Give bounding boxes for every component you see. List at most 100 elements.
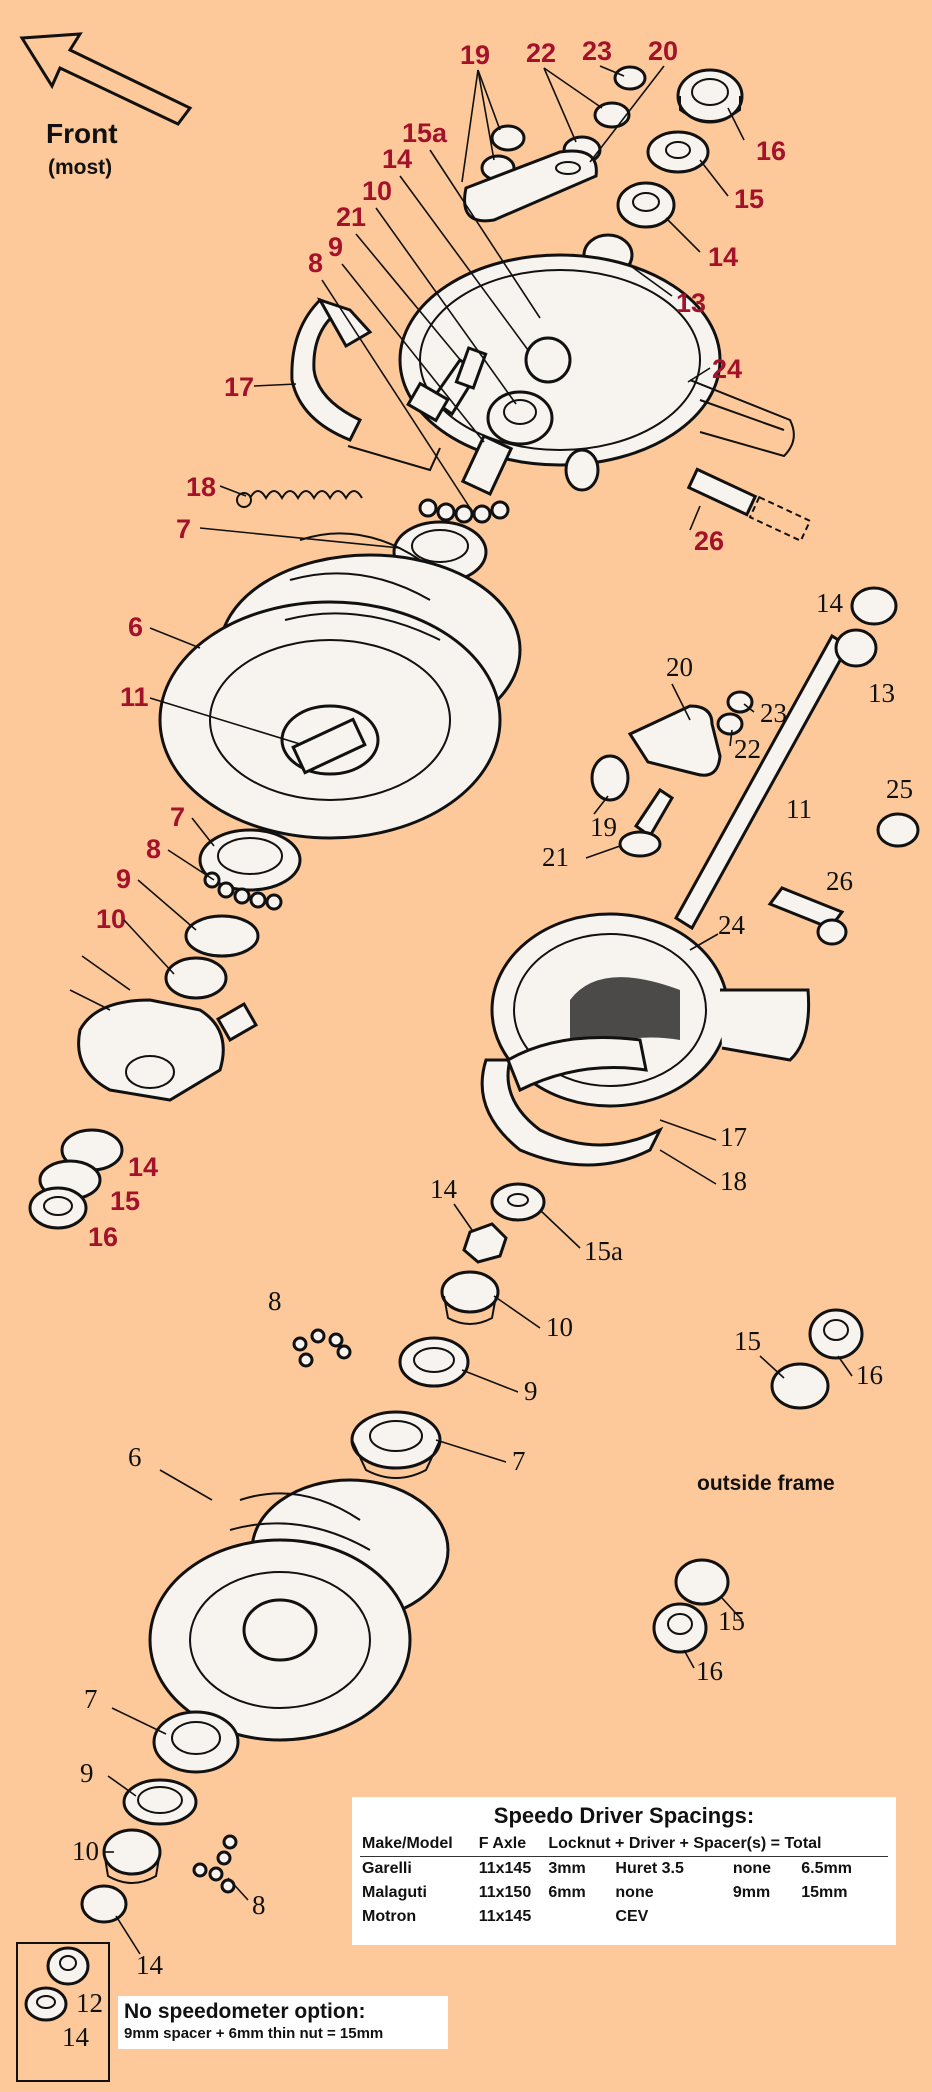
callout-14-l3: 14 [136, 1950, 164, 1980]
header-f-axle: F Axle [476, 1833, 547, 1857]
callout-21-l: 21 [542, 842, 569, 872]
no-speedo-text: 9mm spacer + 6mm thin nut = 15mm [124, 2025, 384, 2042]
callout-22: 22 [526, 38, 556, 68]
callout-25-l: 25 [886, 774, 913, 804]
table-row: Garelli 11x145 3mm Huret 3.5 none 6.5mm [360, 1857, 888, 1882]
bearing-balls-lower [292, 1328, 352, 1368]
table-cell: 6mm [548, 1884, 586, 1901]
callout-19-l: 19 [590, 812, 617, 842]
bearing-balls-upper [418, 498, 510, 524]
callout-8b: 8 [146, 834, 161, 864]
front-label: Front [46, 118, 118, 149]
washer-15-upper [646, 130, 710, 174]
callouts-lower: 14 13 20 23 22 25 19 21 11 26 24 17 18 1… [62, 588, 913, 2052]
left-side-parts-upper [77, 828, 302, 1102]
table-cell: 9mm [732, 1884, 771, 1901]
callout-14-l2: 14 [430, 1174, 458, 1204]
callout-15b: 15 [110, 1186, 140, 1216]
callout-8-l: 8 [268, 1286, 282, 1316]
callout-9: 9 [328, 232, 343, 262]
callout-14-inset: 14 [62, 2022, 90, 2052]
callout-23-l: 23 [760, 698, 787, 728]
table-cell: 11x145 [478, 1908, 532, 1925]
callout-8: 8 [308, 248, 323, 278]
callouts-upper: 19 22 23 20 15a 14 10 16 21 15 9 8 14 13… [88, 36, 786, 1252]
callout-10-l2: 10 [72, 1836, 99, 1866]
callout-15a-l: 15a [584, 1236, 623, 1266]
header-make-model: Make/Model [360, 1833, 477, 1857]
callout-15: 15 [734, 184, 764, 214]
speedo-spacing-table: Make/Model F Axle Locknut + Driver + Spa… [360, 1833, 888, 1929]
leader-lines-lower [104, 683, 853, 1955]
callout-26-l: 26 [826, 866, 853, 896]
callout-8-l2: 8 [252, 1890, 266, 1920]
callout-23: 23 [582, 36, 612, 66]
speedo-spacing-title: Speedo Driver Spacings: [493, 1803, 755, 1828]
callout-14-l: 14 [816, 588, 844, 618]
callout-21: 21 [336, 202, 366, 232]
callout-11-l: 11 [786, 794, 812, 824]
callout-13-l: 13 [868, 678, 895, 708]
table-cell [731, 1905, 799, 1929]
brake-cam-21-upper [429, 346, 488, 417]
outside-frame-label: outside frame [697, 1472, 835, 1495]
callout-7b: 7 [170, 802, 185, 832]
hub-6-upper [158, 532, 522, 840]
callout-14: 14 [382, 144, 412, 174]
callout-16b: 16 [88, 1222, 118, 1252]
race-parts-upper [460, 390, 554, 496]
callout-6: 6 [128, 612, 143, 642]
brake-shoes-17-upper [290, 297, 450, 472]
header-spacing-formula: Locknut + Driver + Spacer(s) = Total [546, 1833, 888, 1857]
locknut-14-upper [616, 181, 676, 229]
callout-14c: 14 [128, 1152, 158, 1182]
callout-20-l: 20 [666, 652, 693, 682]
table-cell: CEV [615, 1908, 649, 1925]
callout-26: 26 [694, 526, 724, 556]
table-cell: 11x150 [478, 1884, 532, 1901]
adjuster-26-upper [686, 467, 812, 543]
callout-15a: 15a [402, 118, 448, 148]
inset-nuts [24, 1946, 90, 2022]
callout-11: 11 [120, 682, 149, 712]
callout-16: 16 [756, 136, 786, 166]
callout-20: 20 [648, 36, 678, 66]
table-cell: none [615, 1884, 654, 1901]
callout-22-l: 22 [734, 734, 761, 764]
callout-12-inset: 12 [76, 1988, 103, 2018]
brake-shoes-17-lower [480, 1036, 664, 1167]
table-cell: 6.5mm [801, 1860, 852, 1877]
callout-17: 17 [224, 372, 254, 402]
callout-7-l2: 7 [84, 1684, 98, 1714]
callout-9b: 9 [116, 864, 131, 894]
callout-9-l: 9 [524, 1376, 538, 1406]
table-header-row: Make/Model F Axle Locknut + Driver + Spa… [360, 1833, 888, 1857]
no-speedo-title: No speedometer option: [124, 2000, 366, 2023]
no-speedo-box: No speedometer option: 9mm spacer + 6mm … [118, 1996, 448, 2049]
callout-7-l: 7 [512, 1446, 526, 1476]
callout-7: 7 [176, 514, 191, 544]
left-nuts-upper [28, 1128, 124, 1230]
callout-6-l: 6 [128, 1442, 142, 1472]
brake-arm-20-upper [463, 149, 598, 223]
table-cell: Motron [362, 1908, 417, 1925]
callout-13: 13 [676, 288, 706, 318]
table-cell [799, 1905, 888, 1929]
adjuster-26-lower [767, 886, 848, 946]
table-cell: 3mm [548, 1860, 586, 1877]
hub-6-lower [148, 1478, 450, 1742]
table-cell: 15mm [801, 1884, 848, 1901]
left-parts-lower [80, 1710, 240, 1924]
callout-17-l: 17 [720, 1122, 747, 1152]
callout-24: 24 [712, 354, 742, 384]
inset-box [16, 1942, 110, 2082]
spring-18-upper [236, 490, 363, 508]
table-cell: Malaguti [362, 1884, 427, 1901]
table-cell: Huret 3.5 [615, 1860, 684, 1877]
washer-15a-lower [462, 1182, 546, 1264]
table-row: Malaguti 11x150 6mm none 9mm 15mm [360, 1881, 888, 1905]
nut-16-upper [676, 68, 744, 124]
callout-14b: 14 [708, 242, 738, 272]
leader-lines-upper [69, 65, 745, 1011]
